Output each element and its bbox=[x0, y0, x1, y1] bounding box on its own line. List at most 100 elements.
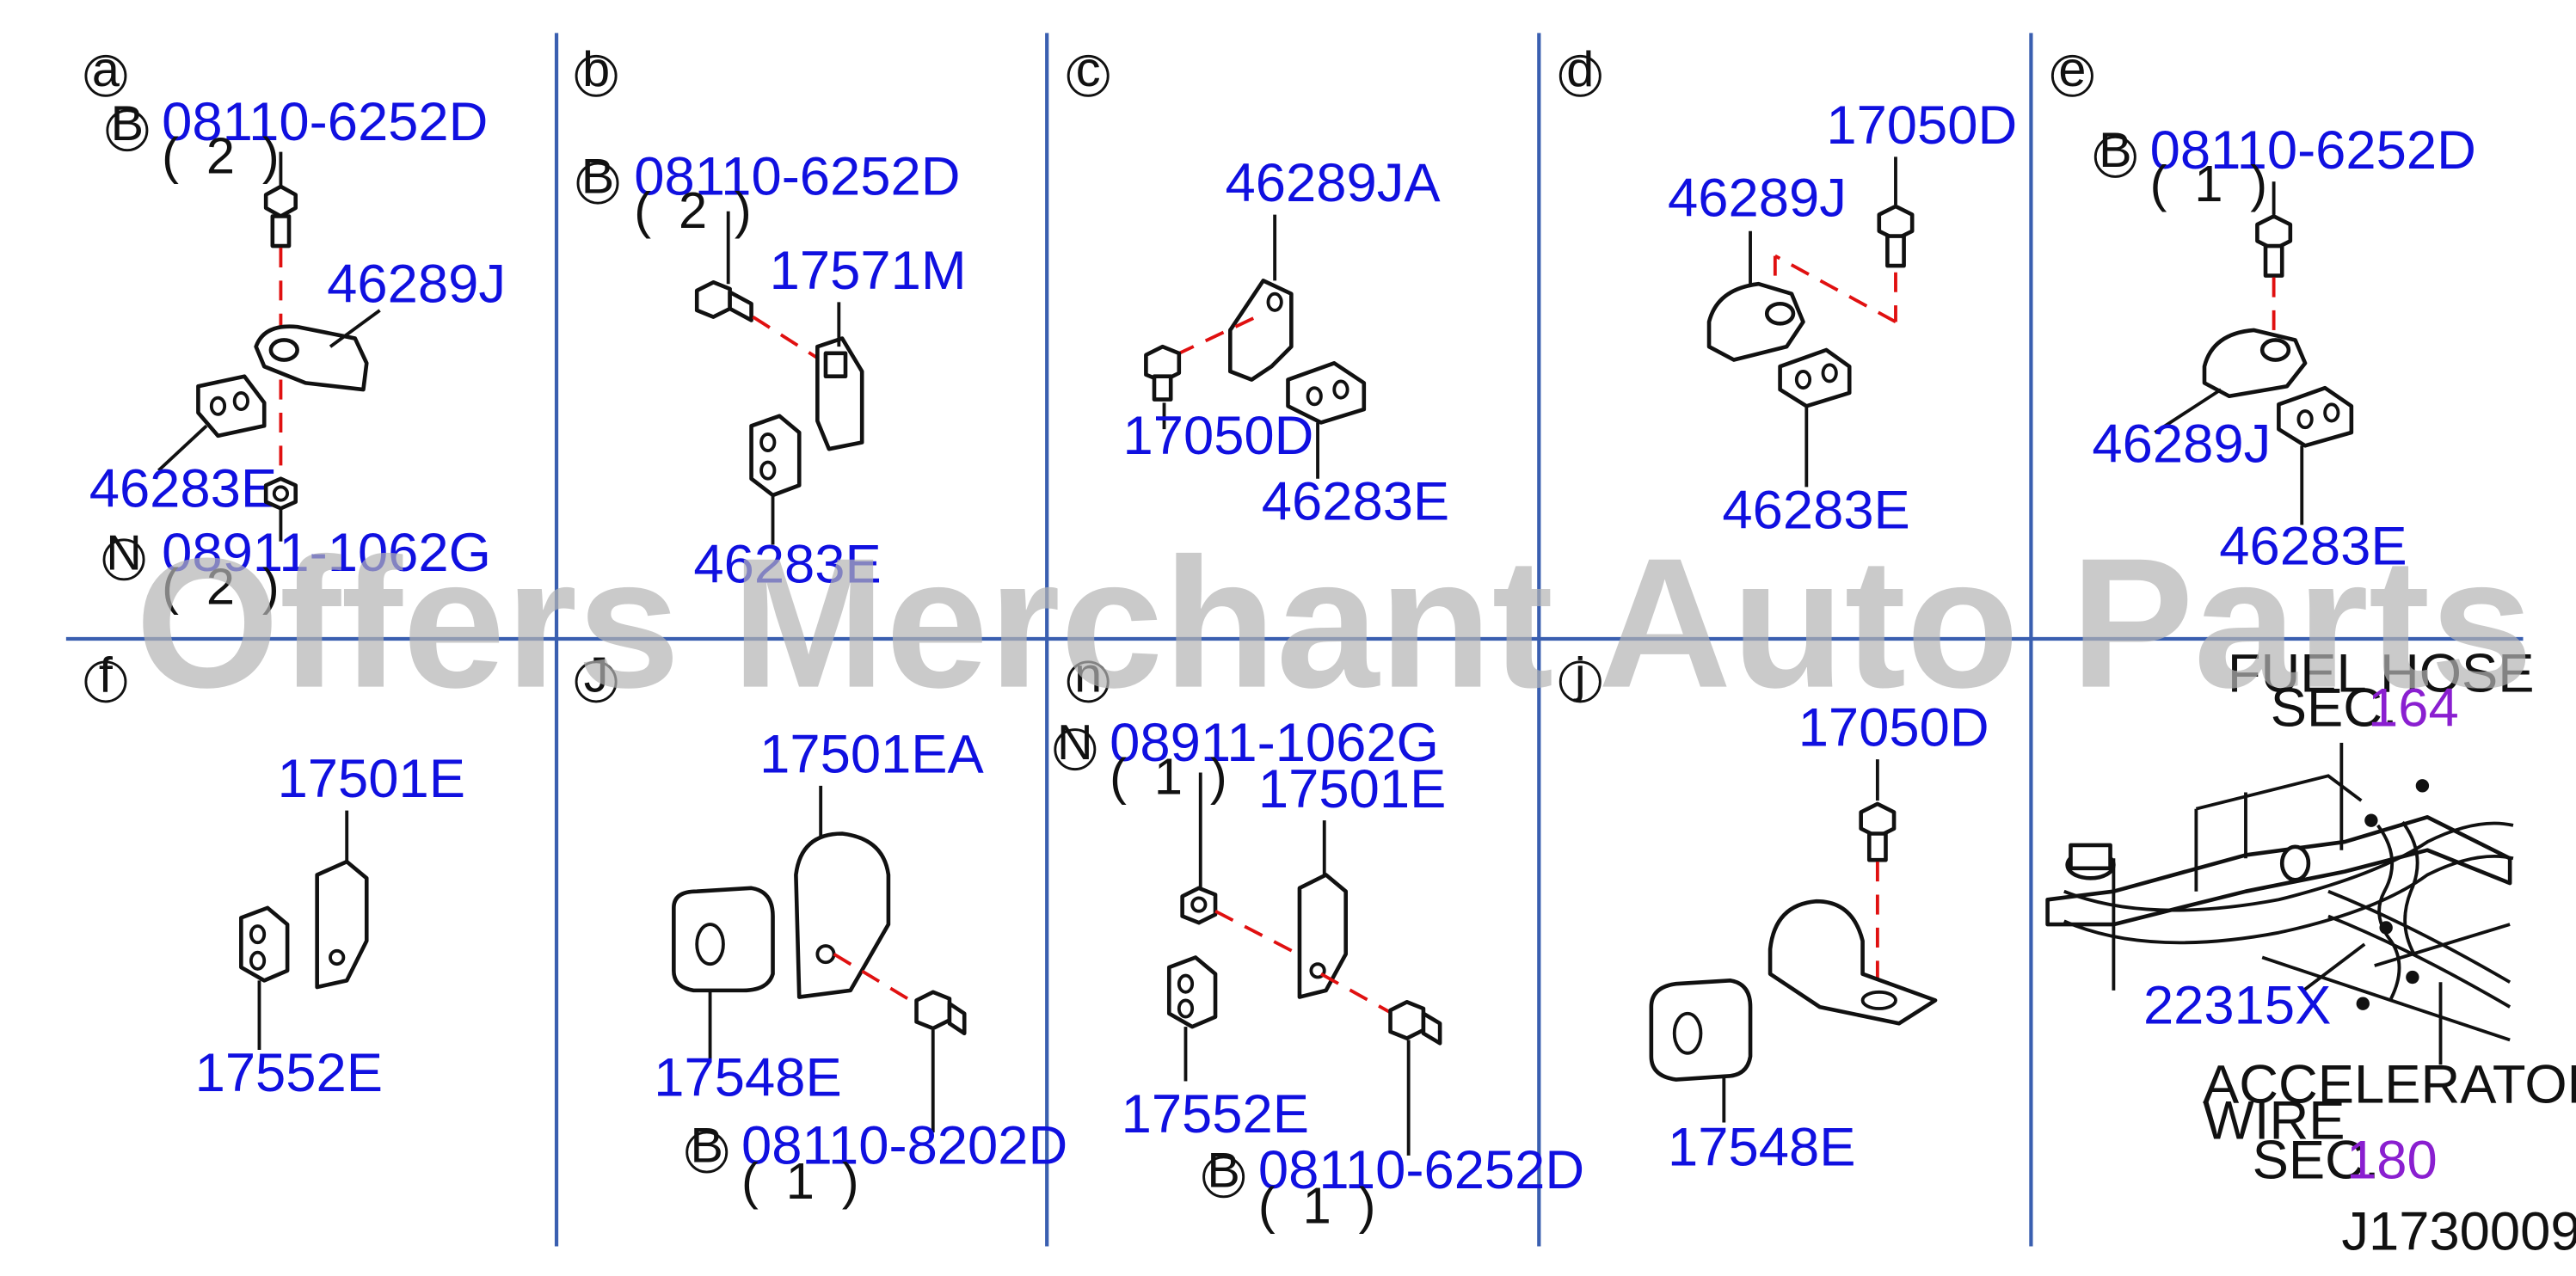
panel-j-clamp-label[interactable]: 22315X bbox=[2143, 975, 2331, 1035]
bolt-icon bbox=[914, 990, 967, 1036]
panel-a-bolt-qty: ( 2 ) bbox=[162, 127, 286, 185]
panel-e-bolt-label[interactable]: 08110-6252D bbox=[2150, 120, 2476, 181]
panel-g-clip-label[interactable]: 17501EA bbox=[759, 724, 984, 784]
accelerator-wire-label-1: ACCELERATOR bbox=[2203, 1054, 2576, 1114]
grommet-icon bbox=[2277, 385, 2354, 448]
panel-e-bolt-symbol: B bbox=[2099, 123, 2131, 178]
panel-g-bolt-qty: ( 1 ) bbox=[741, 1152, 865, 1210]
panel-grid bbox=[65, 33, 2524, 1247]
panel-h-bolt-label[interactable]: 08110-6252D bbox=[1258, 1140, 1584, 1200]
panel-g-bolt-symbol: B bbox=[691, 1119, 723, 1174]
grommet-icon bbox=[196, 374, 267, 439]
panel-a-letter: a bbox=[92, 42, 120, 97]
panel-i-bolt-label[interactable]: 17050D bbox=[1798, 698, 1989, 758]
panel-e-letter: e bbox=[2058, 42, 2086, 97]
grommet-icon bbox=[672, 886, 775, 993]
panel-h-nut-symbol: N bbox=[1057, 715, 1093, 770]
fuel-hose-sec-number[interactable]: 164 bbox=[2368, 678, 2459, 739]
panel-a-nut-qty: ( 2 ) bbox=[162, 558, 286, 616]
bolt-icon bbox=[1388, 1000, 1442, 1046]
panel-e-grommet-label[interactable]: 46283E bbox=[2219, 517, 2407, 577]
panel-h-bolt-qty: ( 1 ) bbox=[1258, 1177, 1382, 1235]
panel-a-nut-label[interactable]: 08911-1062G bbox=[162, 523, 491, 583]
clip-icon bbox=[794, 831, 891, 999]
panel-j: FUEL HOSE SEC. 164 22 bbox=[2045, 643, 2576, 1191]
panel-i-grommet-label[interactable]: 17548E bbox=[1668, 1117, 1855, 1177]
grommet-icon bbox=[1649, 978, 1753, 1082]
clip-icon bbox=[1768, 899, 1938, 1026]
accelerator-wire-sec-label: SEC. bbox=[2253, 1131, 2380, 1191]
accelerator-wire-label-2: WIRE bbox=[2203, 1091, 2345, 1151]
clip-icon bbox=[315, 859, 369, 990]
panel-g: J 17501EA 17548E B 08110-8202D ( 1 ) bbox=[575, 647, 1067, 1210]
panel-c-grommet-label[interactable]: 46283E bbox=[1262, 472, 1449, 532]
panel-f-grommet-label[interactable]: 17552E bbox=[195, 1043, 383, 1103]
fuel-hose-sec-label: SEC. bbox=[2271, 678, 2398, 739]
panel-g-letter: J bbox=[584, 647, 609, 702]
panel-g-bolt-label[interactable]: 08110-8202D bbox=[741, 1115, 1067, 1175]
clip-icon bbox=[254, 324, 369, 392]
grommet-icon bbox=[1286, 361, 1367, 425]
panel-b: b B 08110-6252D ( 2 ) 17571M 46283E bbox=[575, 42, 967, 595]
panel-f: f 17501E 17552E bbox=[84, 647, 465, 1103]
panel-c-bolt-label[interactable]: 17050D bbox=[1123, 406, 1314, 466]
panel-i-letter: j bbox=[1573, 647, 1586, 702]
panel-a-nut-symbol: N bbox=[106, 525, 142, 580]
panel-a-bolt-label[interactable]: 08110-6252D bbox=[162, 92, 488, 152]
panel-b-grommet-label[interactable]: 46283E bbox=[693, 535, 881, 595]
panel-e-bolt-qty: ( 1 ) bbox=[2150, 155, 2274, 212]
panel-a-grommet-label[interactable]: 46283E bbox=[89, 458, 277, 518]
panel-a-clip-label[interactable]: 46289J bbox=[327, 254, 506, 314]
panel-b-bolt-label[interactable]: 08110-6252D bbox=[634, 147, 960, 207]
panel-g-grommet-label[interactable]: 17548E bbox=[654, 1048, 841, 1108]
fuel-line-assembly-icon bbox=[2045, 774, 2514, 1042]
panel-h-grommet-label[interactable]: 17552E bbox=[1122, 1084, 1309, 1144]
diagram-code: J1730009 bbox=[2341, 1201, 2576, 1261]
bolt-icon bbox=[1859, 801, 1897, 862]
watermark-text: Offers Merchant Auto Parts Catalog PARTS… bbox=[135, 519, 2576, 727]
nut-icon bbox=[1180, 886, 1218, 925]
bolt-icon bbox=[2255, 214, 2293, 278]
panel-b-letter: b bbox=[582, 42, 610, 97]
panel-d: d 17050D 46289J 46283E bbox=[1559, 42, 2017, 540]
panel-c-clip-label[interactable]: 46289JA bbox=[1226, 153, 1442, 213]
panel-h-nut-qty: ( 1 ) bbox=[1110, 747, 1233, 805]
panel-e: e B 08110-6252D ( 1 ) 46289J 46283E bbox=[2050, 42, 2476, 577]
accelerator-wire-sec-number[interactable]: 180 bbox=[2346, 1131, 2438, 1191]
grommet-icon bbox=[1778, 347, 1852, 408]
panel-h-letter: n bbox=[1074, 647, 1102, 702]
panel-b-bolt-qty: ( 2 ) bbox=[634, 181, 758, 239]
panel-h-nut-label[interactable]: 08911-1062G bbox=[1110, 713, 1439, 773]
grommet-icon bbox=[1166, 955, 1218, 1029]
fuel-hose-label: FUEL HOSE bbox=[2228, 643, 2535, 703]
clip-icon bbox=[1228, 279, 1294, 382]
panel-d-bolt-label[interactable]: 17050D bbox=[1826, 95, 2017, 156]
panel-a: a B 08110-6252D ( 2 ) 46289J 46283E N bbox=[84, 42, 506, 616]
panel-d-letter: d bbox=[1566, 42, 1594, 97]
panel-c: c 46289JA 17050D 46283E bbox=[1067, 42, 1449, 532]
clip-icon bbox=[2202, 328, 2308, 399]
bolt-icon bbox=[694, 279, 753, 322]
panel-i: j 17050D 17548E bbox=[1559, 647, 1989, 1177]
panel-f-letter: f bbox=[99, 647, 114, 702]
panel-h-clip-label[interactable]: 17501E bbox=[1258, 759, 1446, 819]
panel-b-bolt-symbol: B bbox=[581, 150, 614, 205]
panel-d-grommet-label[interactable]: 46283E bbox=[1722, 480, 1909, 540]
panel-a-bolt-symbol: B bbox=[111, 96, 144, 151]
panel-f-clip-label[interactable]: 17501E bbox=[278, 749, 465, 809]
clip-icon bbox=[815, 336, 864, 451]
panel-d-clip-label[interactable]: 46289J bbox=[1668, 168, 1847, 228]
panel-c-letter: c bbox=[1076, 42, 1101, 97]
bolt-icon bbox=[1144, 344, 1182, 402]
clip-icon bbox=[1706, 281, 1805, 362]
nut-icon bbox=[263, 476, 298, 511]
grommet-icon bbox=[749, 414, 802, 498]
panel-b-clip-label[interactable]: 17571M bbox=[770, 241, 967, 301]
clip-icon bbox=[1297, 873, 1348, 999]
panel-e-clip-label[interactable]: 46289J bbox=[2092, 414, 2271, 475]
bolt-icon bbox=[1877, 204, 1915, 268]
panel-h-bolt-symbol: B bbox=[1207, 1143, 1239, 1198]
bolt-icon bbox=[263, 184, 298, 248]
grommet-icon bbox=[239, 905, 290, 983]
